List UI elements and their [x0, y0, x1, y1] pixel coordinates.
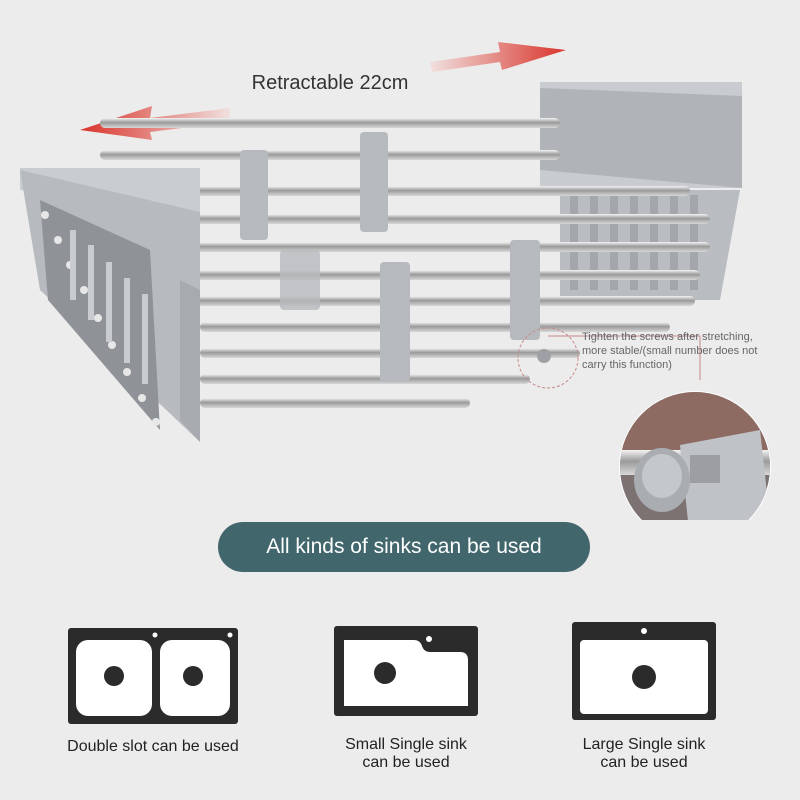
double-sink-caption: Double slot can be used [40, 738, 266, 756]
sink-caption-line: can be used [362, 754, 450, 771]
screw-highlight [517, 327, 701, 389]
sink-caption-line: Double slot can be used [67, 738, 239, 755]
small-single-sink-caption: Small Single sink can be used [306, 736, 506, 772]
sinks-banner: All kinds of sinks can be used [218, 522, 590, 572]
retractable-label: Retractable 22cm [251, 72, 409, 94]
rod-connectors [240, 132, 540, 382]
large-single-sink-caption: Large Single sink can be used [544, 736, 744, 772]
screw-note-line: more stable/(small number does not [582, 345, 758, 357]
sink-caption-line: can be used [600, 754, 688, 771]
sinks-banner-text: All kinds of sinks can be used [266, 535, 542, 558]
large-single-sink-icon [572, 622, 716, 720]
sink-caption-line: Small Single sink [345, 736, 467, 753]
rack-left-end [20, 168, 200, 442]
screw-note: Tighten the screws after stretching, mor… [582, 330, 797, 372]
screw-zoom-detail [619, 391, 771, 520]
screw-note-line: Tighten the screws after stretching, [582, 331, 753, 343]
extend-right-arrow [430, 42, 566, 72]
product-illustration [20, 42, 771, 520]
screw-note-line: carry this function) [582, 359, 672, 371]
sink-caption-line: Large Single sink [582, 736, 706, 753]
small-single-sink-icon [334, 626, 478, 716]
double-sink-icon [68, 628, 238, 724]
